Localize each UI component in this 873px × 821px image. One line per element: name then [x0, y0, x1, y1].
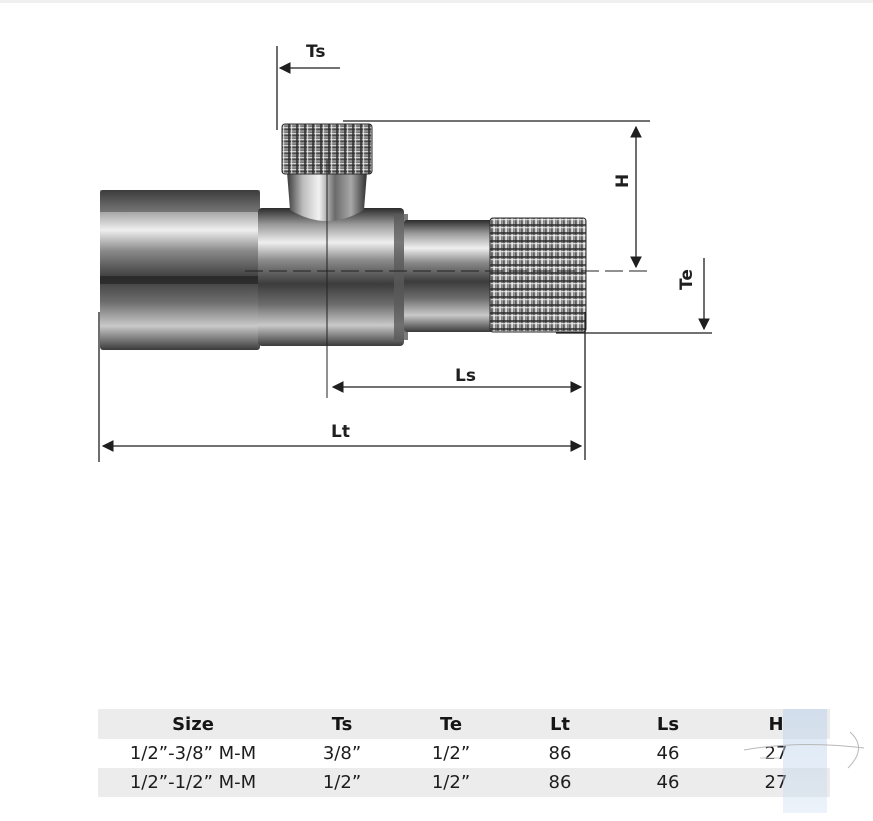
cell-h: 27	[722, 768, 830, 797]
header-lt: Lt	[506, 709, 614, 739]
valve-body	[100, 190, 496, 350]
cell-te: 1/2”	[396, 739, 506, 768]
cell-ts: 1/2”	[288, 768, 396, 797]
lt-label: Lt	[331, 422, 350, 442]
cell-size: 1/2”-1/2” M-M	[98, 768, 288, 797]
valve-technical-drawing: Ts H Te Ls Lt	[98, 42, 712, 462]
te-dimension	[556, 258, 712, 334]
table-row: 1/2”-3/8” M-M 3/8” 1/2” 86 46 27	[98, 739, 830, 768]
right-threaded-end	[489, 217, 587, 333]
h-label: H	[613, 174, 633, 188]
cell-size: 1/2”-3/8” M-M	[98, 739, 288, 768]
cell-ls: 46	[614, 739, 722, 768]
cell-h: 27	[722, 739, 830, 768]
ls-dimension	[331, 312, 586, 460]
header-size: Size	[98, 709, 288, 739]
ts-label: Ts	[306, 42, 325, 62]
centre-lines	[245, 160, 650, 398]
cell-ts: 3/8”	[288, 739, 396, 768]
header-te: Te	[396, 709, 506, 739]
header-ts: Ts	[288, 709, 396, 739]
ts-dimension	[276, 46, 340, 130]
table-row: 1/2”-1/2” M-M 1/2” 1/2” 86 46 27	[98, 768, 830, 797]
header-h: H	[722, 709, 830, 739]
specification-table: Size Ts Te Lt Ls H 1/2”-3/8” M-M 3/8” 1/…	[98, 709, 830, 797]
lt-dimension	[98, 312, 583, 462]
table-header-row: Size Ts Te Lt Ls H	[98, 709, 830, 739]
cell-lt: 86	[506, 768, 614, 797]
ls-label: Ls	[455, 366, 476, 386]
cell-ls: 46	[614, 768, 722, 797]
cell-lt: 86	[506, 739, 614, 768]
header-ls: Ls	[614, 709, 722, 739]
te-label: Te	[677, 269, 697, 290]
top-border	[0, 0, 873, 3]
cell-te: 1/2”	[396, 768, 506, 797]
h-dimension	[343, 120, 650, 269]
